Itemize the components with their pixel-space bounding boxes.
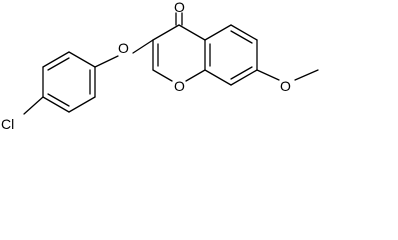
- methoxy-bond: [256, 69, 280, 81]
- chlorine-bond: [23, 96, 44, 115]
- bond: [178, 24, 206, 41]
- chlorine-label: Cl: [1, 116, 14, 132]
- pyranone-ring: [152, 24, 206, 82]
- bond: [152, 69, 173, 82]
- double-bond-inner: [47, 57, 70, 71]
- aryl-ether-bond: [94, 55, 119, 68]
- methyl-bond: [294, 69, 319, 81]
- bond: [68, 96, 96, 113]
- ether-to-chromone-bond: [132, 39, 154, 54]
- bond: [42, 51, 70, 68]
- chemical-structure-diagram: Cl O O O O: [1, 0, 319, 132]
- ring-oxygen-label: O: [174, 78, 185, 94]
- bond: [152, 24, 180, 41]
- chlorophenyl-ring: [42, 51, 96, 113]
- ether-oxygen-label: O: [118, 40, 129, 56]
- bond: [230, 24, 258, 41]
- double-bond-inner: [230, 30, 253, 44]
- bond: [204, 24, 232, 41]
- methoxy-oxygen-label: O: [280, 78, 291, 94]
- bond: [185, 69, 206, 82]
- bond: [230, 69, 258, 86]
- bond: [68, 51, 96, 68]
- bond: [42, 96, 70, 113]
- double-bond-inner: [47, 93, 70, 107]
- double-bond-inner: [230, 66, 253, 80]
- benzo-ring: [204, 24, 258, 86]
- carbonyl-oxygen-label: O: [174, 0, 185, 15]
- bond: [204, 69, 232, 86]
